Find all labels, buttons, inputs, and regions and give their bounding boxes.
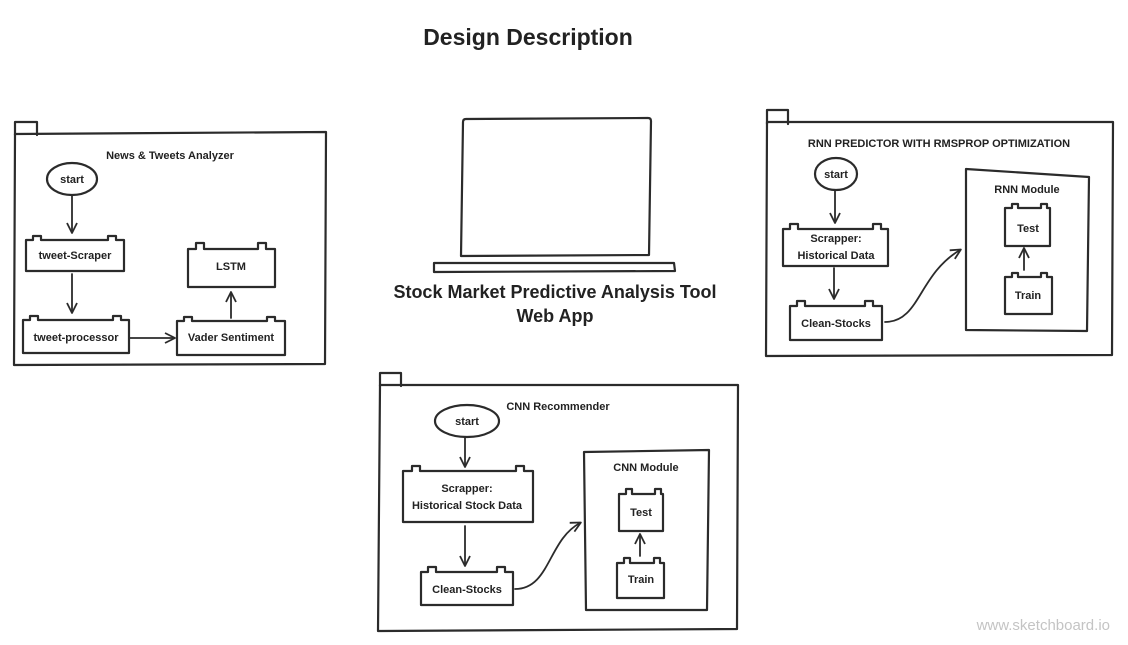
cnn-test-node (617, 487, 665, 533)
panel-tab (765, 108, 790, 126)
scrapper-label-line1: Scrapper: (810, 233, 861, 245)
rnn-test-label: Test (1017, 223, 1039, 235)
vader-sentiment-label: Vader Sentiment (188, 332, 275, 344)
tweet-processor-node (21, 314, 131, 355)
panel-title: News & Tweets Analyzer (106, 150, 234, 162)
scrapper-historical-data-node (781, 222, 890, 268)
start-label: start (60, 174, 84, 186)
start-label: start (455, 416, 479, 428)
clean-stocks-label: Clean-Stocks (801, 318, 871, 330)
rnn-predictor-panel: RNN PREDICTOR WITH RMSPROP OPTIMIZATION … (764, 108, 1115, 358)
rnn-test-node (1003, 202, 1052, 248)
cnn-module-title: CNN Module (613, 462, 678, 474)
laptop-base (432, 261, 677, 274)
panel-tab (13, 120, 39, 137)
start-node (813, 156, 859, 192)
cnn-train-node (615, 556, 666, 600)
tweet-scraper-node (24, 234, 126, 273)
tweet-scraper-label: tweet-Scraper (39, 250, 112, 262)
panel-frame (12, 130, 328, 367)
cnn-train-label: Train (628, 574, 655, 586)
app-title-line2: Web App (517, 306, 594, 326)
scrapper-label-line1: Scrapper: (441, 483, 492, 495)
panel-tab (378, 371, 403, 388)
clean-stocks-node (419, 565, 515, 607)
cnn-module-box (582, 448, 711, 612)
rnn-train-label: Train (1015, 290, 1042, 302)
lstm-label: LSTM (216, 261, 246, 273)
tweet-processor-label: tweet-processor (34, 332, 120, 344)
rnn-module-box (964, 167, 1091, 333)
scrapper-label-line2: Historical Stock Data (412, 500, 523, 512)
rnn-module-title: RNN Module (994, 184, 1059, 196)
cnn-recommender-panel: CNN Recommender start Scrapper: Historic… (376, 371, 740, 633)
flow-arrow (514, 521, 582, 590)
scrapper-historical-stock-data-node (401, 464, 535, 524)
panel-title: CNN Recommender (506, 401, 610, 413)
scrapper-label-line2: Historical Data (797, 250, 875, 262)
clean-stocks-label: Clean-Stocks (432, 584, 502, 596)
news-tweets-panel: News & Tweets Analyzer start tweet-Scrap… (12, 120, 328, 367)
rnn-train-node (1003, 271, 1054, 316)
lstm-node (186, 241, 277, 289)
flow-arrow (884, 248, 962, 323)
panel-title: RNN PREDICTOR WITH RMSPROP OPTIMIZATION (808, 138, 1070, 150)
vader-sentiment-node (175, 315, 287, 357)
start-node (433, 403, 501, 439)
clean-stocks-node (788, 299, 884, 342)
laptop-screen (459, 116, 653, 258)
cnn-test-label: Test (630, 507, 652, 519)
laptop-icon (432, 116, 677, 274)
panel-frame (764, 120, 1115, 358)
watermark: www.sketchboard.io (976, 617, 1110, 634)
panel-frame (376, 383, 740, 633)
start-label: start (824, 169, 848, 181)
page-title: Design Description (423, 24, 633, 50)
app-title-line1: Stock Market Predictive Analysis Tool (393, 282, 716, 302)
